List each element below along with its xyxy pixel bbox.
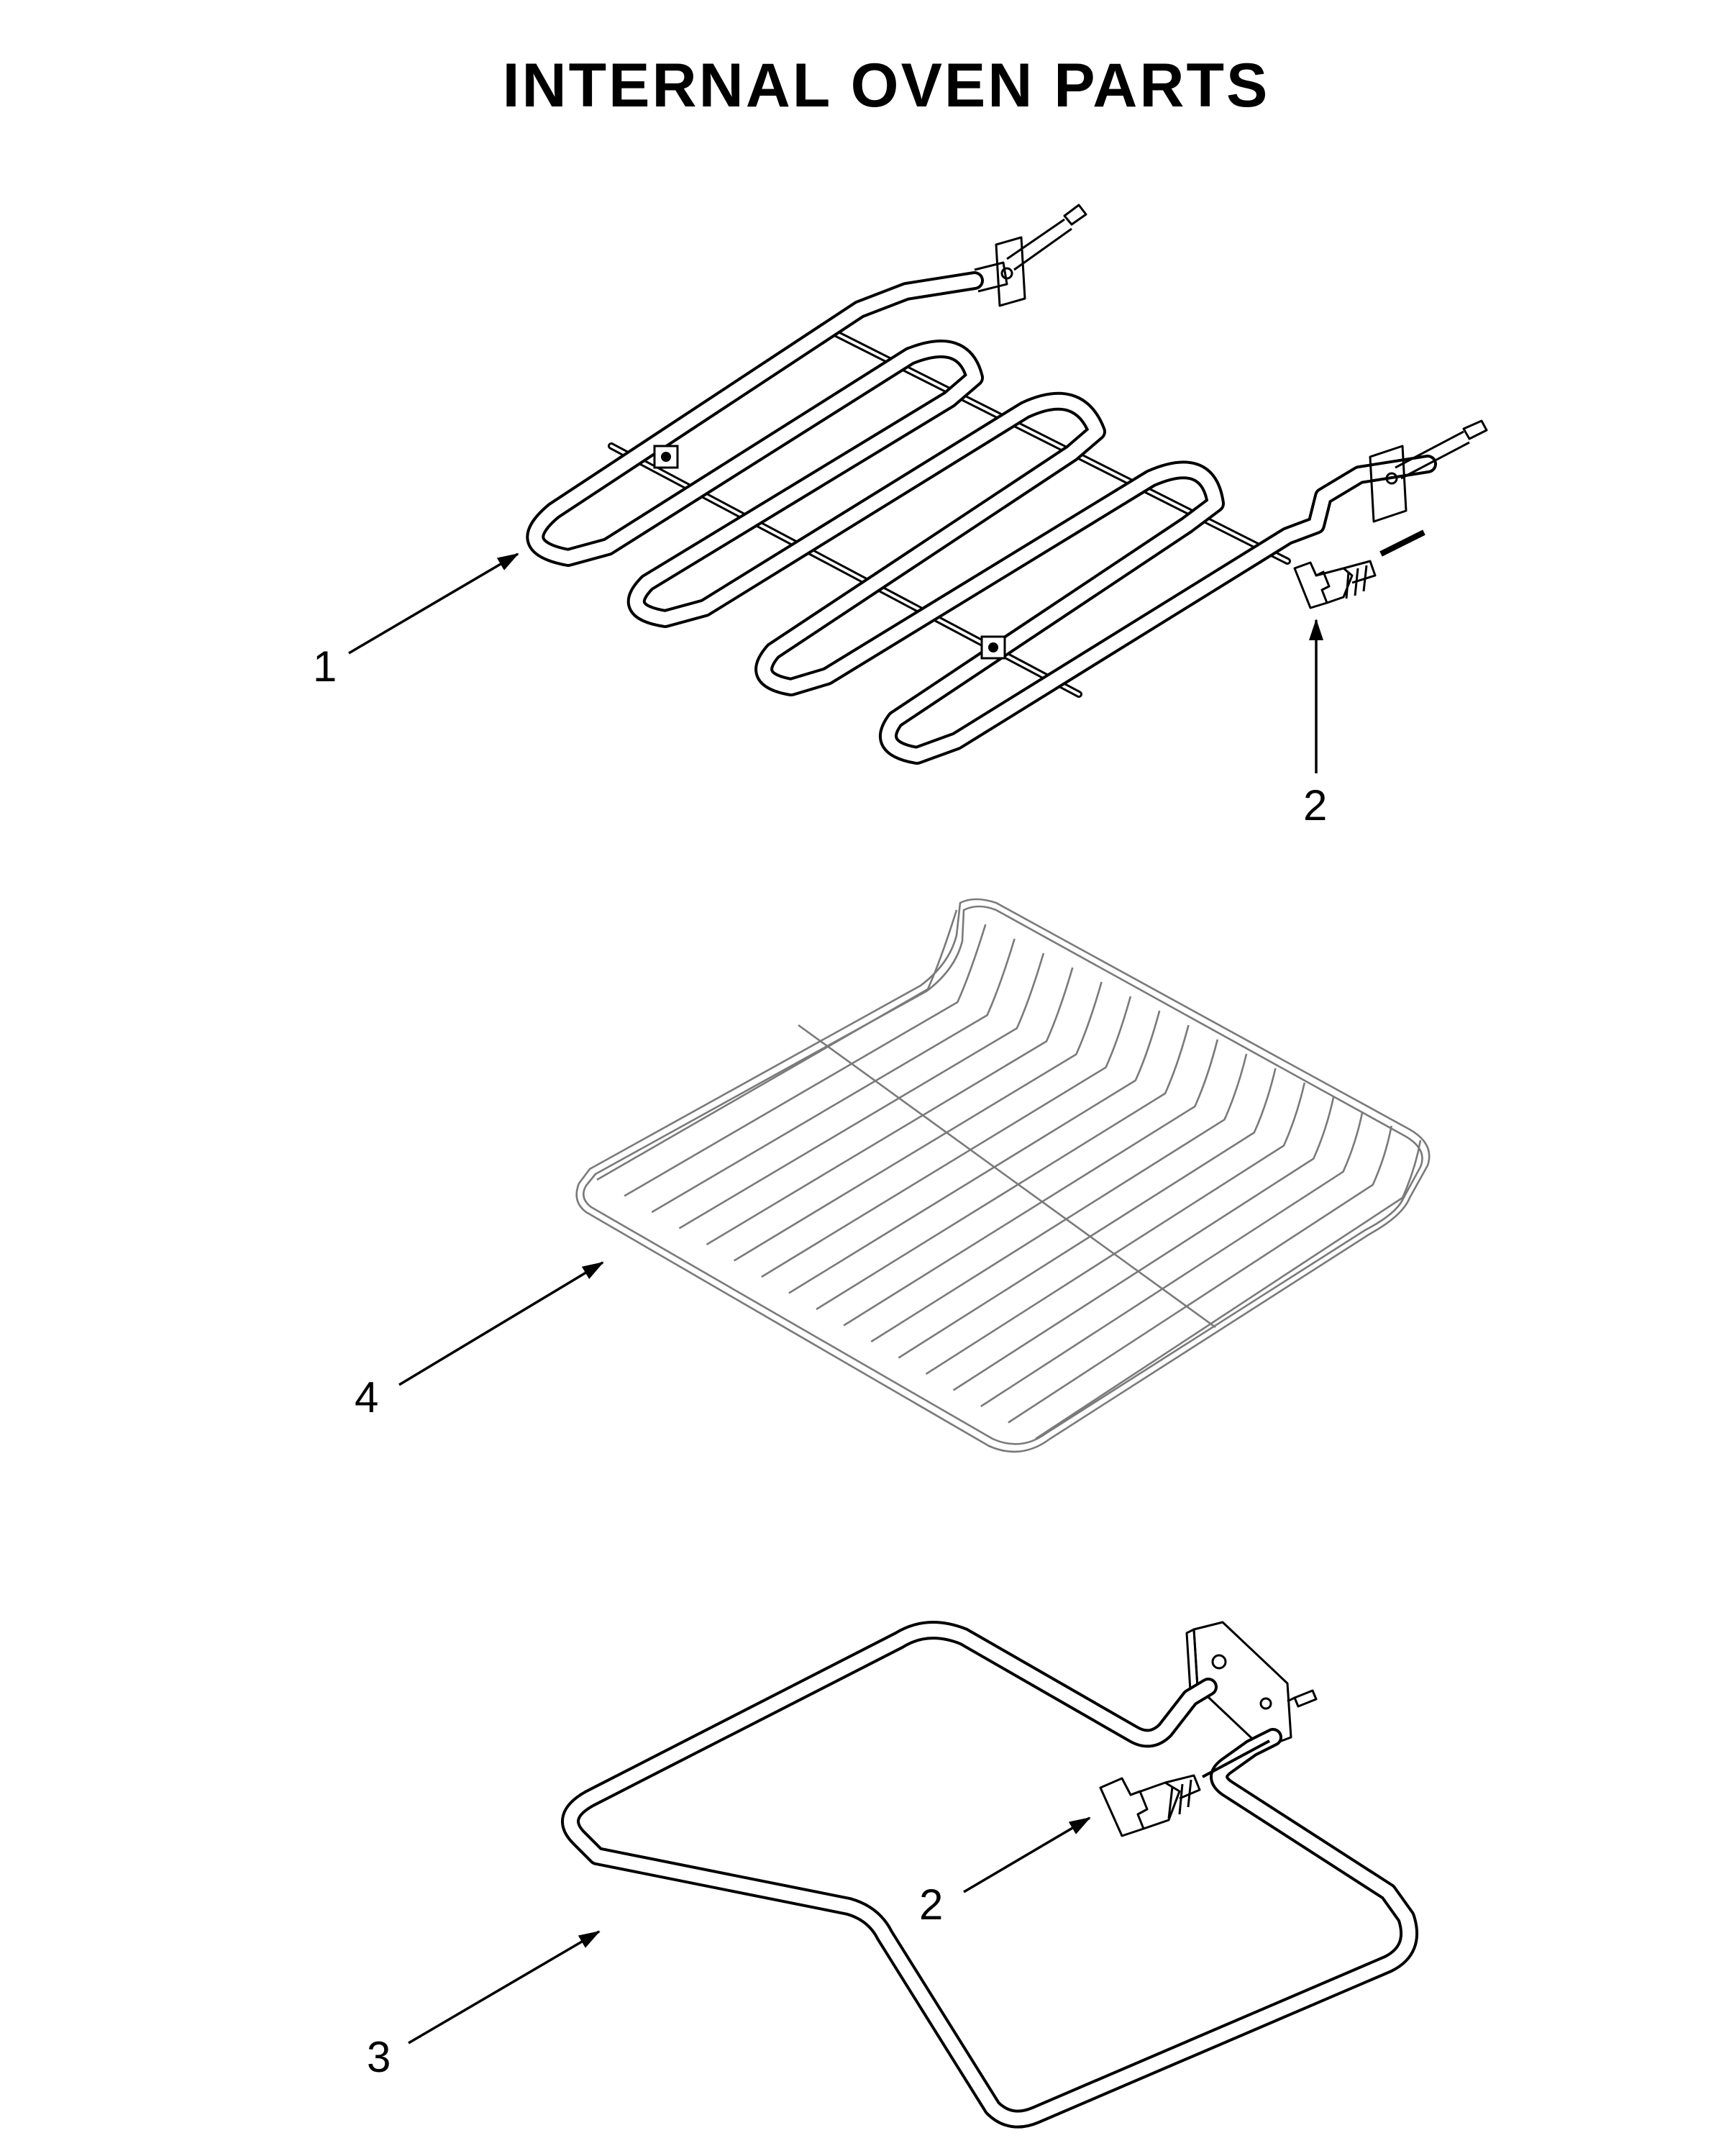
page-title: INTERNAL OVEN PARTS [502,51,1270,120]
rack-wire [651,938,1016,1214]
callout-1: 1 [313,552,519,691]
callout-label-1: 1 [313,642,337,691]
rack-wire [870,1053,1248,1343]
callout-2-upper: 2 [1303,619,1327,829]
rack-wire [843,1039,1219,1327]
callout-label-2-upper: 2 [1303,781,1327,829]
callout-4: 4 [355,1261,604,1422]
rack-wire [733,981,1103,1262]
rack-wire [678,952,1045,1229]
rack-wire [1035,1140,1422,1440]
callout-label-4: 4 [355,1373,378,1422]
rack-wire [816,1024,1190,1311]
callout-label-2-lower: 2 [919,1880,943,1929]
rack-wire [788,1010,1161,1294]
bake-element[interactable] [561,1621,1419,2129]
callout-label-3: 3 [367,2033,391,2081]
rack-wire [952,1096,1335,1391]
rack-wire [925,1082,1306,1375]
callout-2-lower: 2 [919,1816,1091,1929]
rack-wire [706,967,1074,1246]
rack-wire [898,1068,1277,1359]
broil-element[interactable] [526,204,1488,765]
screw-lower[interactable] [1099,1739,1270,1837]
rack-wire [980,1111,1364,1408]
oven-rack[interactable] [575,898,1431,1453]
screw-upper[interactable] [1293,529,1425,609]
callout-3: 3 [367,1930,601,2081]
rack-wire [1008,1125,1392,1424]
rack-wire [596,909,958,1181]
rack-wire [761,996,1132,1278]
rack-wire [624,924,987,1197]
